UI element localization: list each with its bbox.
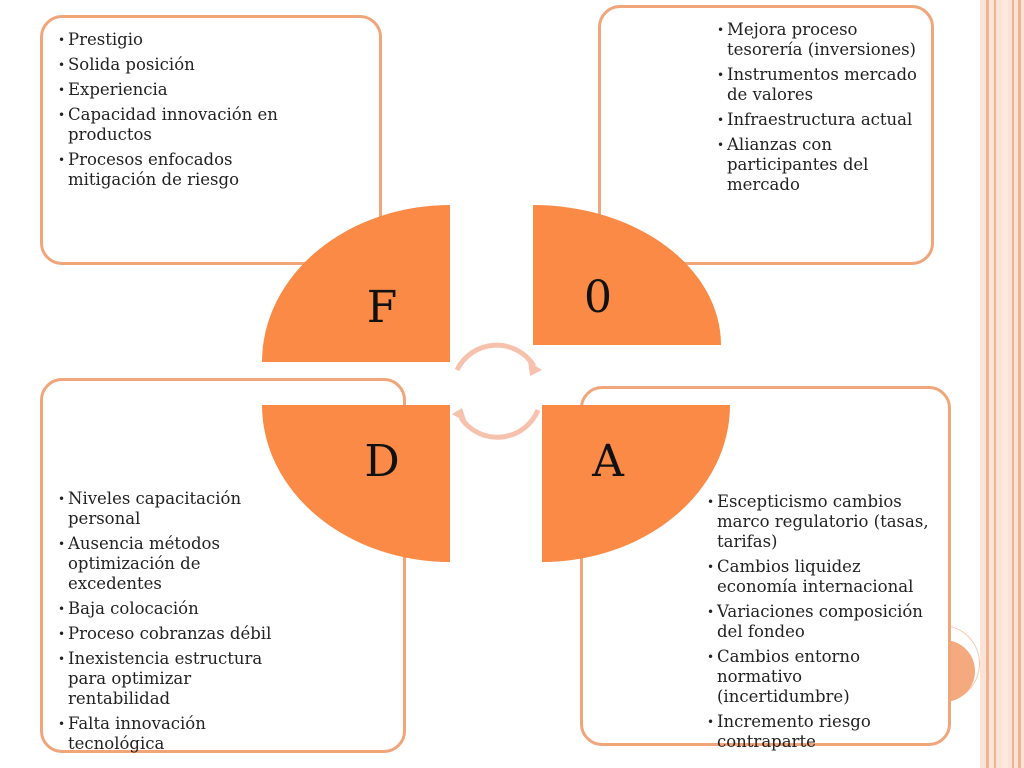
fortalezas-item: Prestigio xyxy=(58,30,278,50)
debilidades-item: Inexistencia estructura para optimizar r… xyxy=(58,649,293,709)
quadrant-d-shape xyxy=(262,405,450,562)
fortalezas-item: Solida posición xyxy=(58,55,278,75)
debilidades-item: Baja colocación xyxy=(58,599,293,619)
oportunidades-item: Alianzas con participantes del mercado xyxy=(717,135,917,195)
panel-fortalezas: PrestigioSolida posiciónExperienciaCapac… xyxy=(40,15,382,265)
quadrant-f-shape xyxy=(262,205,450,362)
quadrant-letter-o: 0 xyxy=(584,272,612,323)
debilidades-list: Niveles capacitación personalAusencia mé… xyxy=(58,489,293,759)
oportunidades-item: Instrumentos mercado de valores xyxy=(717,65,917,105)
cycle-arrows xyxy=(454,342,541,440)
debilidades-item: Ausencia métodos optimización de exceden… xyxy=(58,534,293,594)
debilidades-item: Falta innovación tecnológica xyxy=(58,714,293,754)
amenazas-list: Escepticismo cambios marco regulatorio (… xyxy=(707,492,937,757)
fortalezas-item: Experiencia xyxy=(58,80,278,100)
amenazas-item: Cambios liquidez economía internacional xyxy=(707,557,937,597)
debilidades-item: Niveles capacitación personal xyxy=(58,489,293,529)
fortalezas-item: Procesos enfocados mitigación de riesgo xyxy=(58,150,278,190)
oportunidades-list: Mejora proceso tesorería (inversiones) In… xyxy=(717,20,917,200)
oportunidades-item: Infraestructura actual xyxy=(717,110,917,130)
quadrant-letter-a: A xyxy=(592,436,624,487)
quadrant-letter-f: F xyxy=(366,282,398,333)
cycle-arrowhead-right xyxy=(528,361,542,376)
quadrant-a-shape xyxy=(542,405,730,562)
fortalezas-item: Capacidad innovación en productos xyxy=(58,105,278,145)
amenazas-item: Variaciones composición del fondeo xyxy=(707,602,937,642)
oportunidades-item: Mejora proceso tesorería (inversiones) xyxy=(717,20,917,60)
amenazas-item: Escepticismo cambios marco regulatorio (… xyxy=(707,492,937,552)
decorative-stripes xyxy=(980,0,1024,768)
amenazas-item: Incremento riesgo contraparte xyxy=(707,712,937,752)
panel-oportunidades: Mejora proceso tesorería (inversiones) In… xyxy=(598,5,934,265)
cycle-arrowhead-left xyxy=(452,408,467,423)
quadrant-o-shape xyxy=(533,205,721,345)
debilidades-item: Proceso cobranzas débil xyxy=(58,624,293,644)
fortalezas-list: PrestigioSolida posiciónExperienciaCapac… xyxy=(58,30,278,195)
amenazas-item: Cambios entorno normativo (incertidumbre… xyxy=(707,647,937,707)
quadrant-letter-d: D xyxy=(364,436,400,487)
